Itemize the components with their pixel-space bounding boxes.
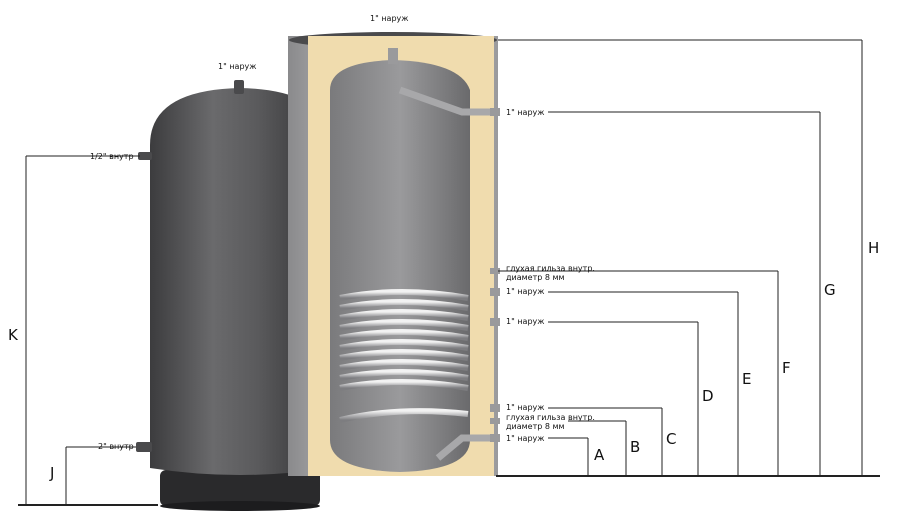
dim-label-a: A	[594, 446, 605, 464]
nozzle-j	[136, 442, 152, 452]
dip-tube	[398, 86, 495, 116]
label-upper-out: 1" наруж	[506, 108, 545, 117]
tank-shell	[150, 88, 330, 475]
dim-label-f: F	[782, 359, 791, 377]
label-bottom-in: 1" наруж	[506, 434, 545, 443]
heat-coil	[339, 289, 469, 423]
label-top-cut: 1" наруж	[370, 14, 409, 23]
label-sleeve2-b: диаметр 8 мм	[506, 422, 565, 431]
nozzle-k	[138, 152, 152, 160]
port-mid	[490, 318, 500, 326]
label-sleeve2-a: глухая гильза внутр.	[506, 413, 595, 422]
port-coil-out	[490, 404, 500, 412]
bottom-tube	[435, 434, 495, 461]
port-sleeve2	[490, 418, 500, 424]
port-sleeve1	[490, 268, 500, 274]
label-coil-out: 1" наруж	[506, 403, 545, 412]
port-bottom	[490, 434, 500, 442]
label-coil-in: 1" наруж	[506, 287, 545, 296]
tank-base-ring	[160, 470, 320, 506]
port-upper	[490, 108, 500, 116]
label-top-left: 1" наруж	[218, 62, 257, 71]
dim-label-k: K	[8, 326, 18, 344]
label-mid-out: 1" наруж	[506, 317, 545, 326]
dim-label-c: C	[666, 430, 677, 448]
dim-label-d: D	[702, 387, 714, 405]
label-j-conn: 2" внутр	[98, 442, 134, 451]
port-coil-in	[490, 288, 500, 296]
tank-base-shadow	[160, 501, 320, 511]
inner-vessel	[330, 60, 470, 472]
dim-label-j: J	[50, 464, 55, 482]
dimension-lines	[18, 39, 880, 506]
label-sleeve1-b: диаметр 8 мм	[506, 273, 565, 282]
cutaway-tank	[288, 32, 500, 476]
label-k-conn: 1/2" внутр	[90, 152, 134, 161]
dim-label-h: H	[868, 239, 880, 257]
label-sleeve1-a: глухая гильза внутр.	[506, 264, 595, 273]
top-port	[388, 48, 398, 64]
dim-label-b: B	[630, 438, 641, 456]
top-nozzle	[234, 80, 244, 94]
dim-label-g: G	[824, 281, 836, 299]
dim-label-e: E	[742, 370, 752, 388]
